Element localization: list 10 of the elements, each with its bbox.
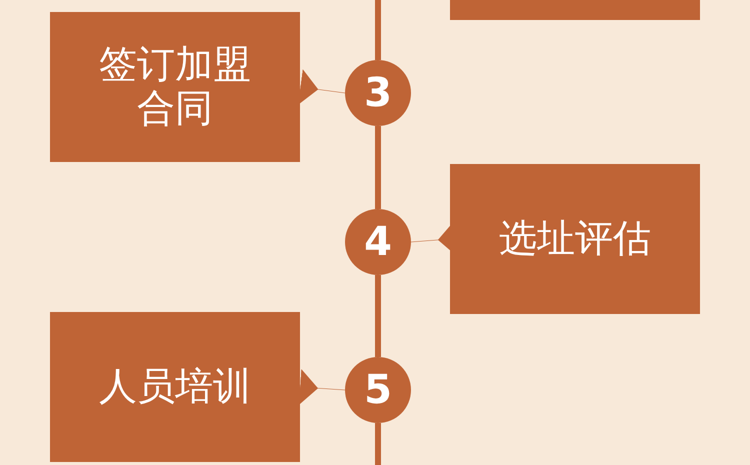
step-box: 人员培训 [50, 312, 300, 462]
pointer-arrow [298, 369, 346, 405]
step-number-circle: 5 [345, 357, 411, 423]
timeline-line [375, 126, 381, 209]
timeline-line [375, 275, 381, 357]
pointer-arrow [298, 69, 346, 105]
step-number-circle: 4 [345, 209, 411, 275]
step-number-circle: 3 [345, 60, 411, 126]
step-box: 签订加盟合同 [50, 12, 300, 162]
step-box: 选址评估 [450, 164, 700, 314]
